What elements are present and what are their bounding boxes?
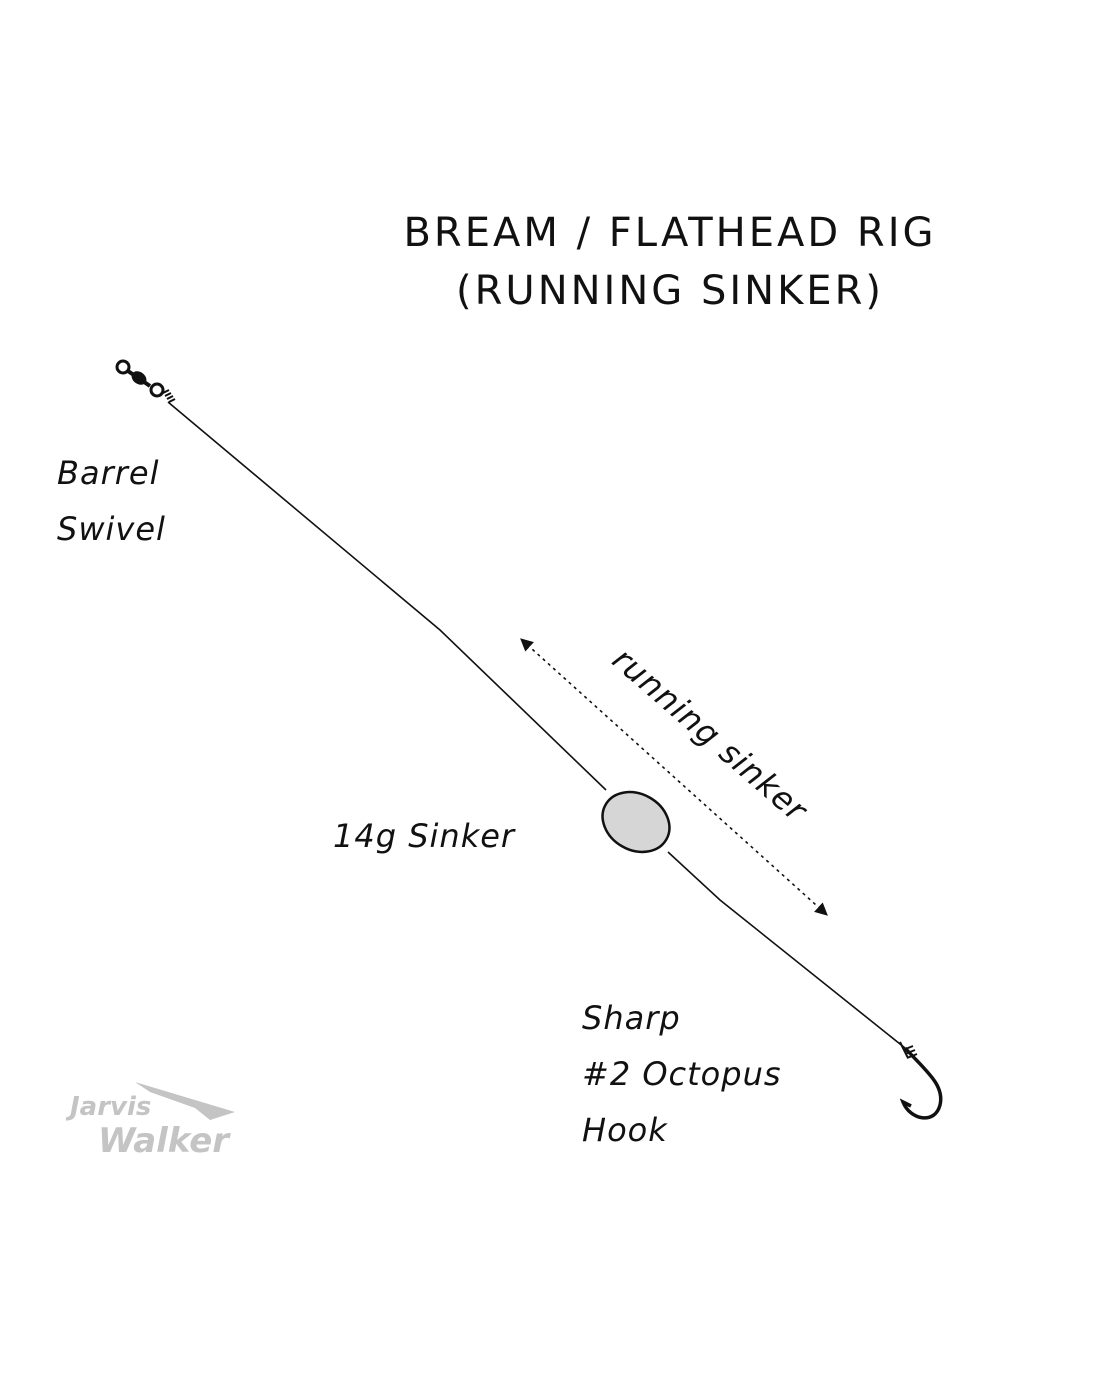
hook-label: Sharp #2 Octopus Hook [582,990,782,1158]
fishing-line [167,401,906,1049]
sinker-label: 14g Sinker [333,817,516,855]
logo-line-2: Walker [98,1121,230,1161]
octopus-hook-icon [899,1041,943,1120]
hook-label-line-2: #2 Octopus [582,1055,782,1093]
hook-label-line-1: Sharp [582,999,681,1037]
marlin-logo-icon [135,1082,235,1120]
sinker-icon [601,790,671,854]
barrel-swivel-icon [115,359,176,403]
title-line-2: (Running Sinker) [456,268,884,314]
barrel-swivel-label: Barrel Swivel [57,445,166,557]
logo-line-1: Jarvis [70,1092,152,1122]
swivel-label-line-2: Swivel [57,510,166,548]
jarvis-walker-logo: Jarvis Walker [70,1090,229,1158]
title-line-1: Bream / Flathead Rig [403,210,937,256]
swivel-label-line-1: Barrel [57,454,160,492]
running-range-arrow [520,638,828,916]
hook-label-line-3: Hook [582,1111,668,1149]
